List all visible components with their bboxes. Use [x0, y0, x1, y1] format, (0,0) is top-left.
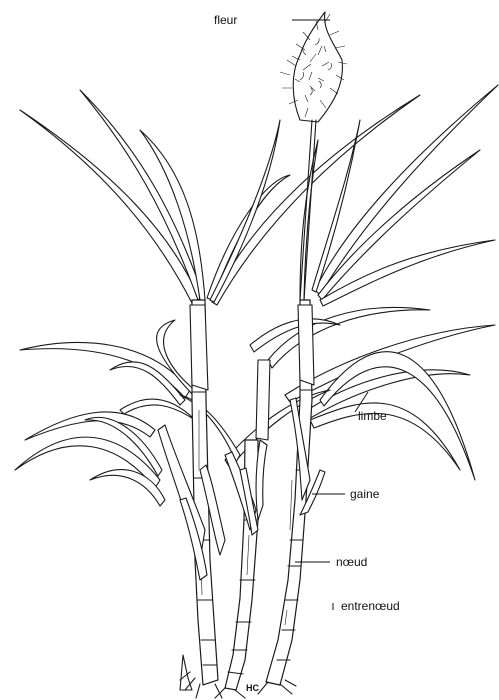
artist-signature: HC [246, 683, 259, 693]
node-label: nœud [336, 555, 367, 569]
sheath-label: gaine [350, 487, 380, 501]
flower-label: fleur [214, 13, 237, 27]
internode-label: entrenœud [341, 599, 400, 613]
blade-label: limbe [358, 409, 387, 423]
